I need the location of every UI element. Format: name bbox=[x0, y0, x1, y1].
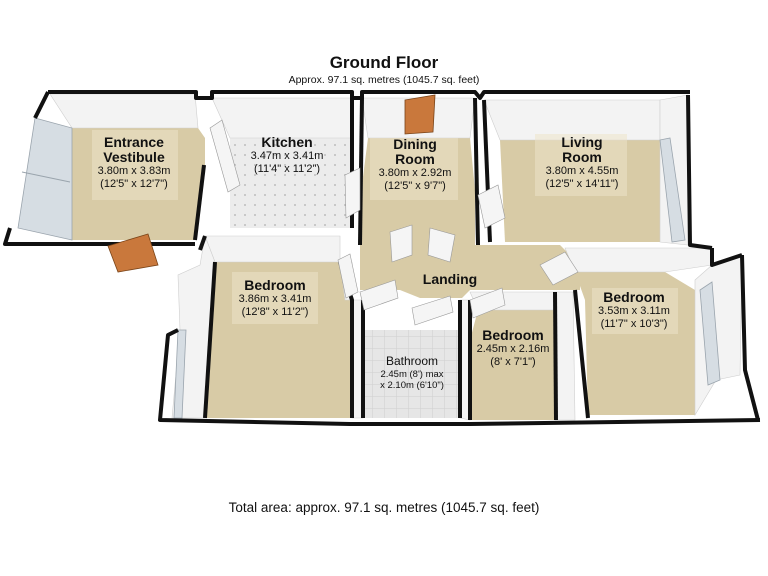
outer-walls bbox=[3, 90, 761, 426]
room-dim-metric: 3.80m x 3.83m bbox=[97, 165, 171, 177]
room-name-line2: Room bbox=[395, 151, 435, 167]
room-dim-imperial: (8' x 7'1") bbox=[490, 356, 536, 368]
room-name: Bedroom bbox=[244, 277, 306, 293]
room-name: Bathroom bbox=[385, 354, 439, 368]
room-dim-metric: 3.86m x 3.41m bbox=[238, 293, 312, 305]
room-dim-imperial: (12'8" x 11'2") bbox=[241, 306, 309, 318]
room-dim-imperial: (12'5" x 14'11") bbox=[545, 178, 619, 190]
room-name-line2: Room bbox=[562, 149, 602, 165]
window-living-right bbox=[659, 137, 686, 243]
room-dim-metric: 3.80m x 4.55m bbox=[545, 165, 619, 177]
room-dim-line1: 2.45m (8') max bbox=[380, 369, 444, 380]
room-dim-metric: 3.80m x 2.92m bbox=[378, 167, 452, 179]
room-name: Bedroom bbox=[482, 327, 544, 343]
room-name: Bedroom bbox=[603, 289, 665, 305]
floor-title: Ground Floor bbox=[329, 53, 439, 72]
kitchen-floor bbox=[230, 138, 352, 228]
room-dim-line2: x 2.10m (6'10") bbox=[380, 380, 444, 391]
front-door bbox=[107, 233, 159, 273]
bathroom-floor bbox=[363, 330, 460, 418]
room-name-line1: Living bbox=[561, 134, 603, 150]
room-dim-imperial: (12'5" x 12'7") bbox=[100, 178, 168, 190]
room-name-line1: Entrance bbox=[104, 134, 164, 150]
bedroom-right-label: Bedroom 3.53m x 3.11m (11'7" x 10'3") bbox=[584, 290, 684, 331]
bedroom-mid-label: Bedroom 2.45m x 2.16m (8' x 7'1") bbox=[468, 328, 558, 369]
room-name-line2: Vestibule bbox=[103, 149, 165, 165]
bedroom-left-label: Bedroom 3.86m x 3.41m (12'8" x 11'2") bbox=[222, 278, 328, 319]
label-backgrounds bbox=[92, 130, 678, 334]
window-entrance-left bbox=[17, 117, 73, 241]
room-name-line1: Dining bbox=[393, 136, 437, 152]
windows bbox=[17, 117, 721, 419]
total-area-caption: Total area: approx. 97.1 sq. metres (104… bbox=[228, 500, 540, 515]
landing-label: Landing bbox=[410, 272, 490, 287]
landing-floor bbox=[360, 245, 580, 298]
bedroom-mid-floor bbox=[470, 310, 555, 420]
room-dim-metric: 3.53m x 3.11m bbox=[598, 305, 670, 317]
room-dim-imperial: (11'4" x 11'2") bbox=[253, 163, 321, 175]
room-dim-metric: 2.45m x 2.16m bbox=[476, 343, 550, 355]
entrance-vestibule-label: Entrance Vestibule 3.80m x 3.83m (12'5" … bbox=[82, 135, 186, 191]
wall-faces bbox=[49, 93, 743, 421]
room-name: Landing bbox=[422, 271, 478, 287]
dining-room-label: Dining Room 3.80m x 2.92m (12'5" x 9'7") bbox=[365, 137, 465, 193]
room-name: Kitchen bbox=[261, 134, 313, 150]
room-dim-metric: 3.47m x 3.41m bbox=[250, 150, 324, 162]
room-dim-imperial: (11'7" x 10'3") bbox=[600, 318, 668, 330]
window-bedroom-right bbox=[699, 281, 721, 386]
doors bbox=[107, 94, 579, 326]
dining-door bbox=[404, 94, 436, 135]
bathroom-label: Bathroom 2.45m (8') max x 2.10m (6'10") bbox=[364, 354, 460, 391]
window-bedroom-left bbox=[173, 329, 187, 419]
living-room-label: Living Room 3.80m x 4.55m (12'5" x 14'11… bbox=[530, 135, 634, 191]
room-dim-imperial: (12'5" x 9'7") bbox=[384, 180, 446, 192]
kitchen-label: Kitchen 3.47m x 3.41m (11'4" x 11'2") bbox=[232, 135, 342, 176]
floor-subtitle: Approx. 97.1 sq. metres (1045.7 sq. feet… bbox=[288, 74, 480, 86]
